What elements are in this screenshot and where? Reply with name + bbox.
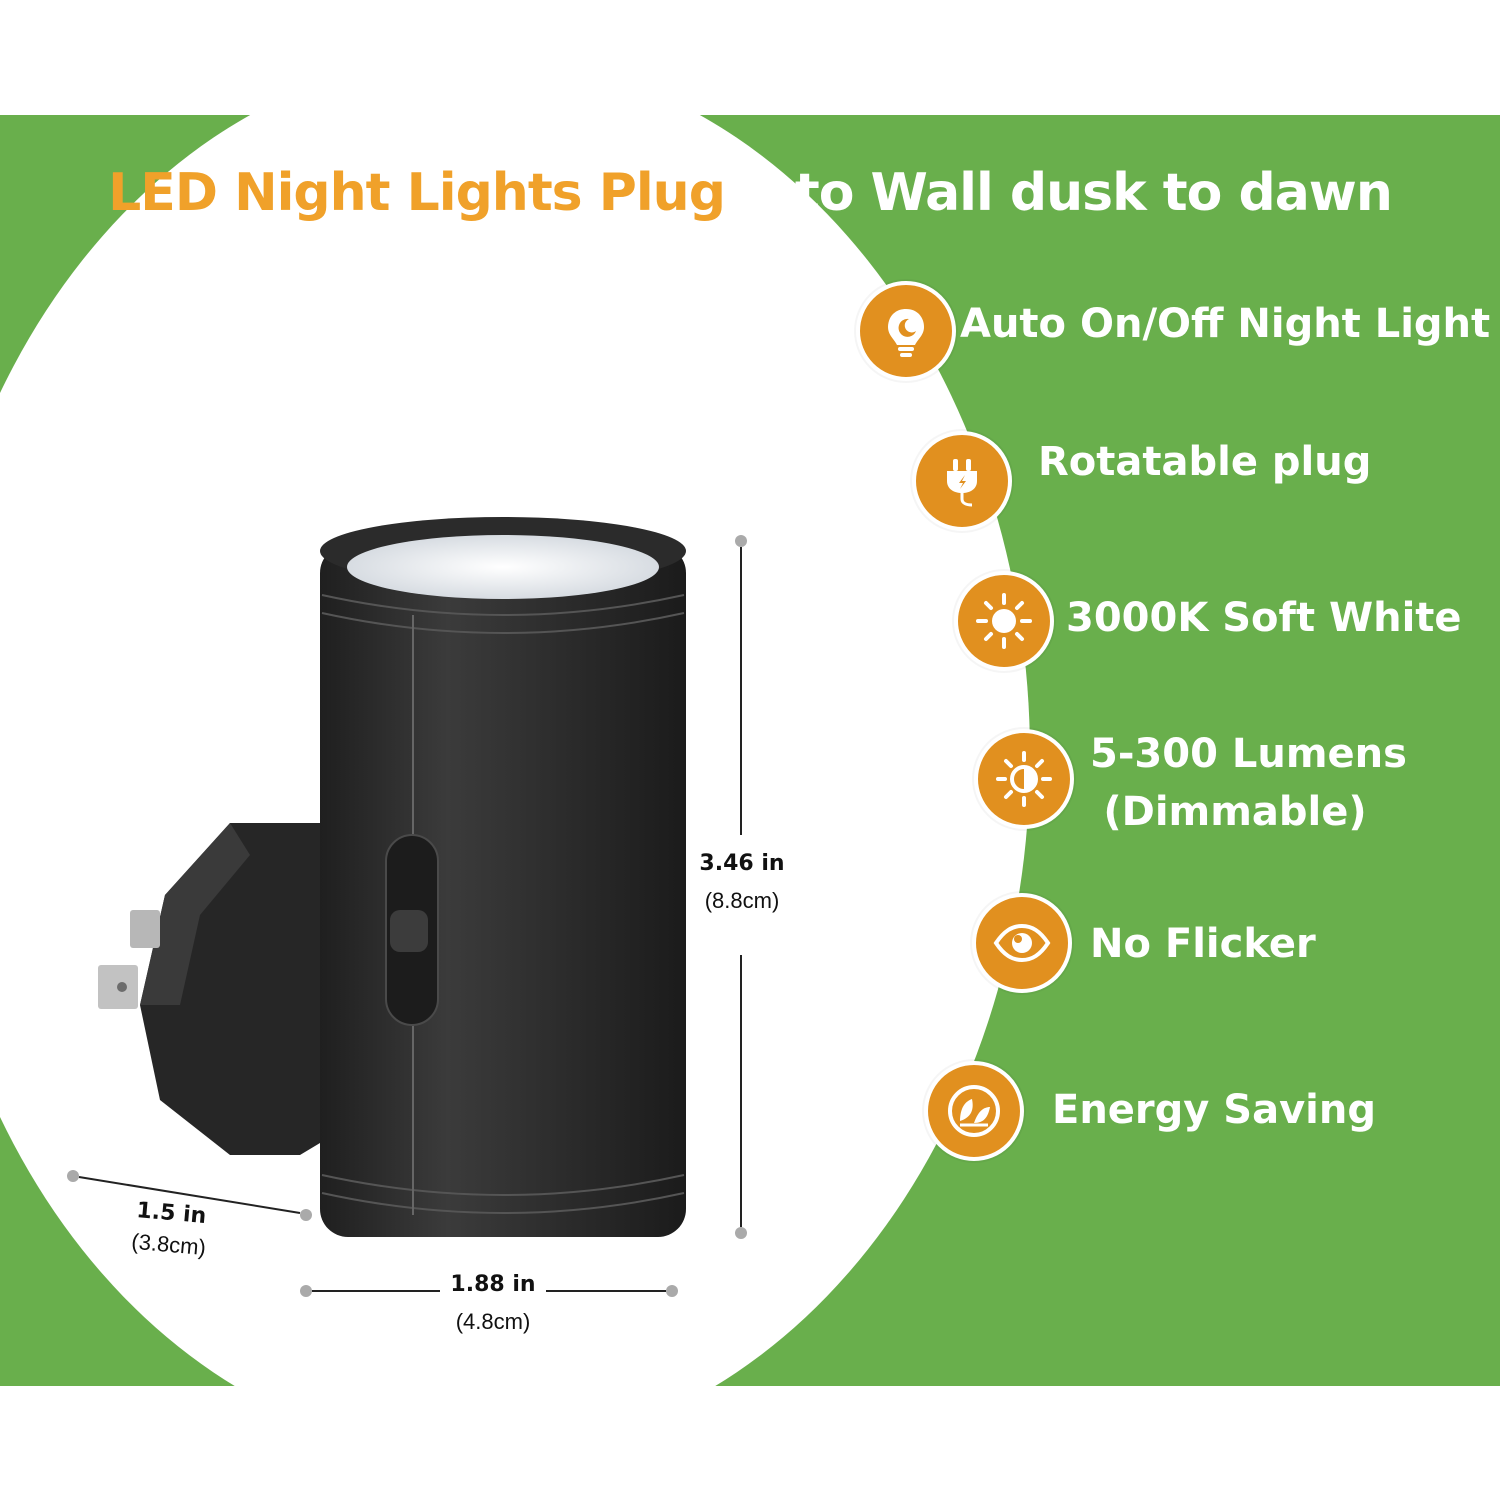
dimmer-knob: [390, 910, 428, 952]
green-background: LED Night Lights Plug into Wall dusk to …: [0, 115, 1500, 1386]
feature-label: 5-300 Lumens (Dimmable): [1090, 725, 1407, 841]
plug-prong-top: [130, 910, 160, 948]
leaf-icon: [924, 1061, 1024, 1161]
plug-icon: [912, 431, 1012, 531]
feature-label: 3000K Soft White: [1066, 595, 1462, 641]
headline-orange-part: LED Night Lights Plug: [108, 163, 743, 223]
sun-icon: [954, 571, 1054, 671]
lens: [347, 535, 659, 599]
width-metric: (4.8cm): [455, 1309, 531, 1334]
light-cylinder: [320, 517, 686, 1237]
feature-label: Auto On/Off Night Light: [960, 301, 1491, 347]
height-dimension-line: [735, 535, 747, 1239]
product-illustration: [67, 517, 747, 1297]
depth-dimension-line: [67, 1170, 312, 1221]
feature-label-line1: 5-300 Lumens: [1090, 731, 1407, 777]
bulb-icon: [856, 281, 956, 381]
height-imperial: 3.46 in: [699, 851, 785, 876]
width-dimension-line: [300, 1285, 678, 1297]
feature-label: Energy Saving: [1052, 1087, 1376, 1133]
feature-label-line2: (Dimmable): [1103, 789, 1367, 835]
feature-label: Rotatable plug: [1038, 439, 1372, 485]
height-metric: (8.8cm): [704, 888, 780, 913]
feature-label: No Flicker: [1090, 921, 1316, 967]
headline: LED Night Lights Plug into Wall dusk to …: [0, 163, 1500, 223]
width-imperial: 1.88 in: [450, 1272, 536, 1297]
brightness-icon: [974, 729, 1074, 829]
headline-white-part: into Wall dusk to dawn: [742, 163, 1393, 223]
plug-body: [98, 823, 350, 1155]
height-label: 3.46 in (8.8cm): [682, 851, 802, 914]
depth-label: 1.5 in (3.8cm): [98, 1195, 242, 1264]
eye-icon: [972, 893, 1072, 993]
width-label: 1.88 in (4.8cm): [430, 1272, 556, 1335]
